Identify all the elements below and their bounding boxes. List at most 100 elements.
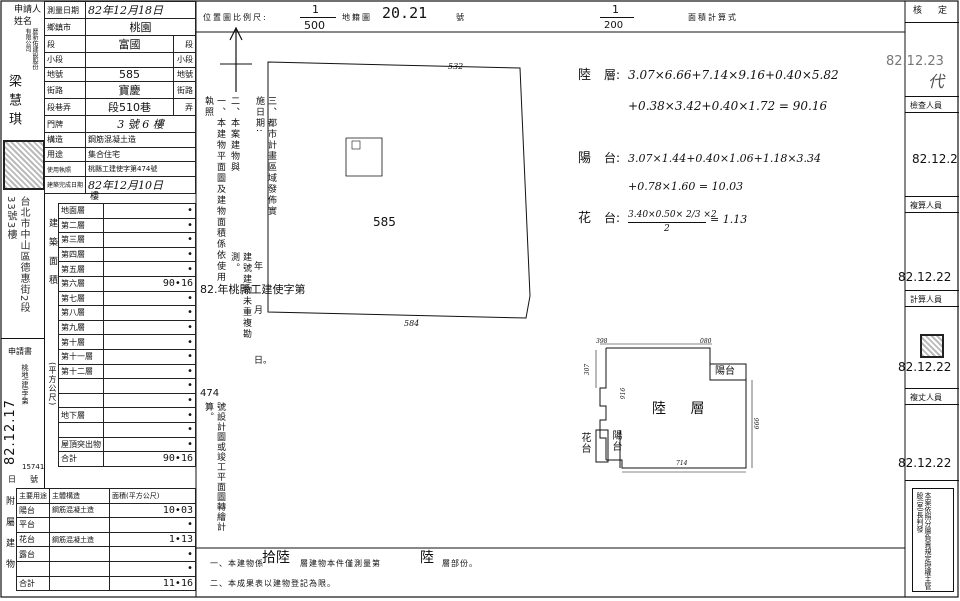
apply-label: 申請書 [8, 347, 32, 356]
annex-header-struct: 主體構造 [49, 488, 110, 504]
city-label: 鄉鎮市 [43, 18, 87, 36]
floor-area: • [103, 421, 196, 438]
lot-dim-top: 532 [448, 62, 464, 71]
floor-row: 第十層• [58, 334, 196, 350]
floor-area: • [103, 334, 196, 350]
draw-person: 複丈人員 [910, 393, 942, 402]
calc-lu-line2: +0.38×3.42+0.40×1.72 = 90.16 [628, 99, 828, 113]
survey-date-label: 測量日期 [43, 1, 87, 19]
plan-dim-5: 714 [676, 460, 688, 467]
location-scale-label: 位置圖比例尺: [203, 13, 268, 22]
permit-label: 使用執照 [43, 161, 87, 177]
lotno-label: 地號 [43, 66, 87, 83]
calc-seal [920, 334, 944, 358]
note-1d: 號設計圖或竣工平面圖轉繪計算。 [203, 402, 225, 532]
footer-1c: 層建物本件僅測量第 [300, 559, 381, 568]
plan-dim-6: 916 [620, 387, 628, 400]
floor-name [58, 421, 104, 438]
annex-side-label: 附屬建物 [4, 496, 14, 580]
annex-header-use: 主要用途 [16, 488, 50, 504]
floor-row: 第四層• [58, 246, 196, 263]
note-1: 一、本建物平面圖及建物面積係依使用執照 [203, 96, 225, 283]
floor-row: 第九層• [58, 319, 196, 336]
company-name: 歷新佑建設股份有限公司 [24, 28, 38, 70]
floor-name [58, 378, 104, 394]
annex-struct [49, 560, 110, 577]
floor-area: • [103, 203, 196, 219]
calc-hua-label2: 台: [604, 211, 621, 225]
floor-name: 第九層 [58, 319, 104, 336]
footer-1a: 一、本建物係 [210, 559, 264, 568]
floor-area: • [103, 319, 196, 336]
calc-yang-label: 陽 [578, 151, 592, 166]
annex-use: 陽台 [16, 502, 50, 519]
review-person: 複算人員 [910, 201, 942, 210]
floor-row: 屋頂突出物• [58, 436, 196, 453]
applicant-address: 台北市中山區德惠街2段33號3樓 [5, 196, 29, 314]
footer-1e: 層部份。 [442, 559, 478, 568]
footer-2: 二、本成果表以建物登記為限。 [210, 579, 336, 588]
floor-area: • [103, 363, 196, 380]
annex-struct: 鋼筋混凝土造 [49, 502, 110, 519]
floor-area: • [103, 290, 196, 307]
street-label: 街路 [43, 81, 87, 100]
plan-yang-label: 陽台 [715, 366, 735, 377]
side-flat: (平方公尺) [48, 362, 57, 407]
section-suffix: 段 [173, 35, 196, 53]
apply-number: 15741 [22, 463, 45, 471]
plan-main-label: 陸 層 [652, 401, 715, 417]
annex-row: • [16, 560, 196, 577]
annex-use [16, 560, 50, 577]
floor-row: 第八層• [58, 305, 196, 321]
subsection-suffix: 小段 [173, 52, 196, 68]
approve-date: 82.12.23 [886, 54, 944, 69]
floor-name [58, 392, 104, 409]
area-calc-label: 面積計算式 [688, 13, 738, 22]
annex-use: 花台 [16, 531, 50, 548]
structure: 鋼筋混凝土造 [85, 132, 196, 148]
built-date: 82年12月10日 [85, 175, 196, 194]
applicant-seal [3, 140, 45, 190]
floor-area: • [103, 246, 196, 263]
floor-name: 合計 [58, 451, 104, 467]
check-date: 82.12.2 [912, 152, 958, 166]
floor-row: • [58, 421, 196, 438]
delegation-note: 本案依照分層負責規定授權主管股(室)長判發 [916, 492, 932, 590]
floor-row: 第五層• [58, 261, 196, 277]
calc-lu-line1: 3.07×6.66+7.14×9.16+0.40×5.82 [628, 68, 839, 82]
lane-label: 段巷弄 [43, 98, 87, 117]
lotno: 585 [85, 66, 174, 83]
annex-use: 平台 [16, 517, 50, 533]
calc-yang-label2: 台: [604, 151, 621, 165]
street: 寶慶 [85, 81, 174, 100]
floor-row: 第十二層• [58, 363, 196, 380]
note-3: 三、都市計畫區域發佈實施日期: [254, 96, 276, 217]
floor-area: • [103, 378, 196, 394]
calc-hua-den: 2 [664, 224, 670, 234]
annex-struct: 鋼筋混凝土造 [49, 531, 110, 548]
plan-hua-label: 花台 [579, 432, 590, 454]
floor-row: • [58, 392, 196, 409]
structure-label: 構造 [43, 132, 87, 148]
note-2: 二、本案建物與 [229, 96, 239, 173]
annex-area: • [109, 546, 196, 562]
floor-name: 第七層 [58, 290, 104, 307]
annex-row: 平台• [16, 517, 196, 533]
floors-header: 樓 [90, 192, 100, 202]
annex-row: 露台• [16, 546, 196, 562]
floor-name: 第六層 [58, 275, 104, 292]
floor-name: 第四層 [58, 246, 104, 263]
calc-yang-line2: +0.78×1.60 = 10.03 [628, 180, 744, 193]
floor-row: • [58, 378, 196, 394]
date-label: 日 [8, 475, 16, 484]
floor-name: 地面層 [58, 203, 104, 219]
use-label: 用途 [43, 146, 87, 163]
review-date: 82.12.22 [898, 270, 952, 284]
lotno-suffix: 地號 [173, 66, 196, 83]
